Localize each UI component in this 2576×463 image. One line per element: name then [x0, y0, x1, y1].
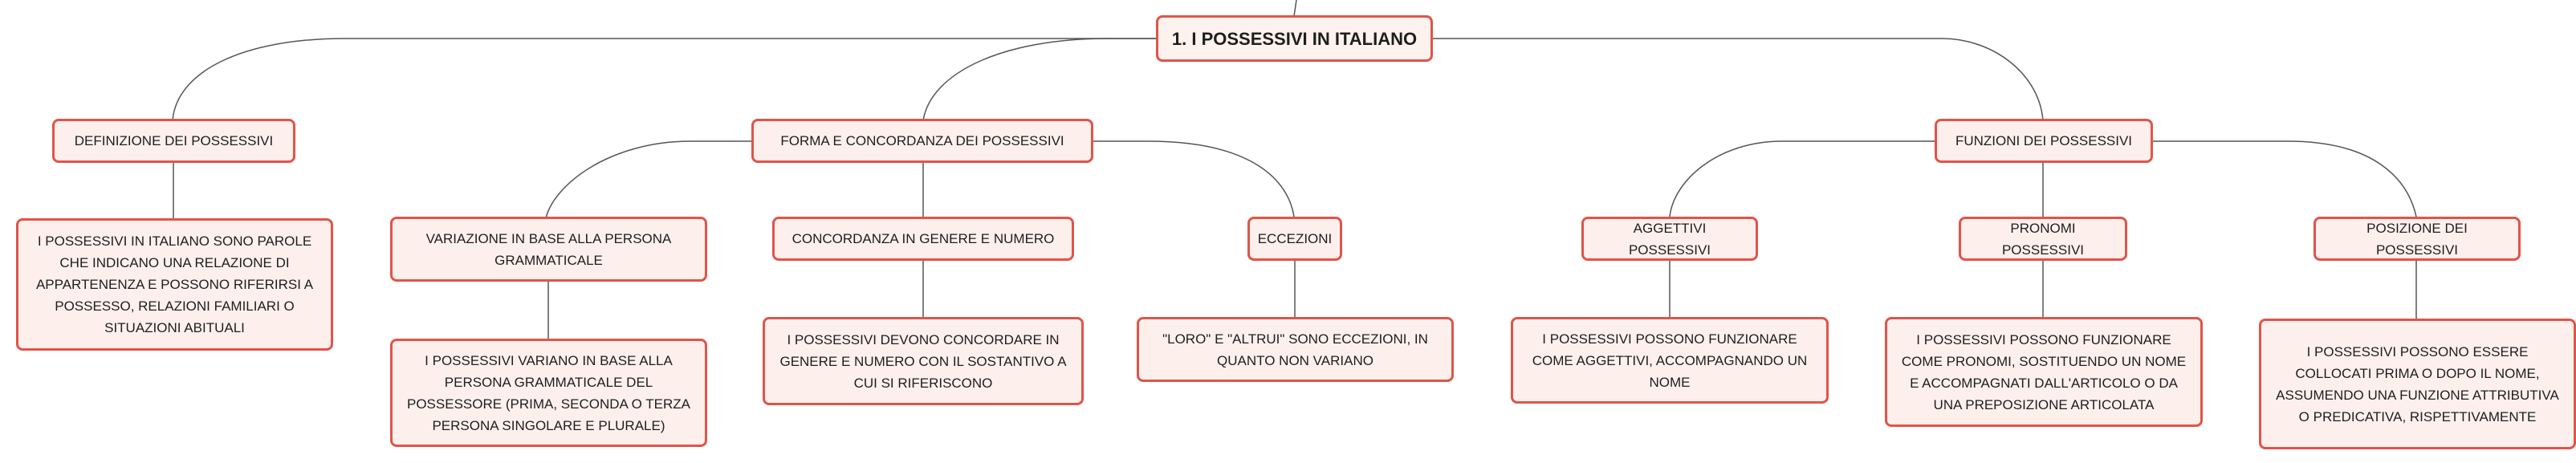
connector-root-forma	[922, 38, 1156, 121]
node-variazione-persona[interactable]: VARIAZIONE IN BASE ALLA PERSONA GRAMMATI…	[390, 217, 707, 282]
definizione-text[interactable]: I POSSESSIVI IN ITALIANO SONO PAROLE CHE…	[16, 218, 333, 351]
node-pronomi-possessivi[interactable]: PRONOMI POSSESSIVI	[1959, 217, 2127, 261]
connector-funzioni-aggettivi	[1669, 140, 1935, 217]
node-posizione-possessivi[interactable]: POSIZIONE DEI POSSESSIVI	[2314, 217, 2521, 261]
node-concordanza-genere-numero[interactable]: CONCORDANZA IN GENERE E NUMERO	[772, 217, 1074, 261]
variazione-text[interactable]: I POSSESSIVI VARIANO IN BASE ALLA PERSON…	[390, 339, 707, 447]
node-aggettivi-possessivi[interactable]: AGGETTIVI POSSESSIVI	[1581, 217, 1758, 261]
posizione-text[interactable]: I POSSESSIVI POSSONO ESSERE COLLOCATI PR…	[2259, 319, 2576, 449]
root-node[interactable]: 1. I POSSESSIVI IN ITALIANO	[1156, 15, 1433, 62]
connector-root-definizione	[172, 38, 1156, 121]
pronomi-text[interactable]: I POSSESSIVI POSSONO FUNZIONARE COME PRO…	[1885, 317, 2203, 427]
connector-funzioni-posizione	[2153, 140, 2417, 217]
node-eccezioni[interactable]: ECCEZIONI	[1247, 217, 1342, 261]
connector-root-funzioni	[1433, 38, 2044, 121]
branch-definizione[interactable]: DEFINIZIONE DEI POSSESSIVI	[52, 119, 295, 163]
connector-root-parent	[1293, 0, 1297, 17]
eccezioni-text[interactable]: "LORO" E "ALTRUI" SONO ECCEZIONI, IN QUA…	[1137, 317, 1454, 382]
branch-forma-concordanza[interactable]: FORMA E CONCORDANZA DEI POSSESSIVI	[751, 119, 1093, 163]
connector-forma-eccezioni	[1093, 140, 1295, 217]
connector-forma-variazione	[545, 140, 751, 219]
concordanza-text[interactable]: I POSSESSIVI DEVONO CONCORDARE IN GENERE…	[763, 317, 1084, 405]
branch-funzioni[interactable]: FUNZIONI DEI POSSESSIVI	[1935, 119, 2153, 163]
aggettivi-text[interactable]: I POSSESSIVI POSSONO FUNZIONARE COME AGG…	[1511, 317, 1829, 404]
